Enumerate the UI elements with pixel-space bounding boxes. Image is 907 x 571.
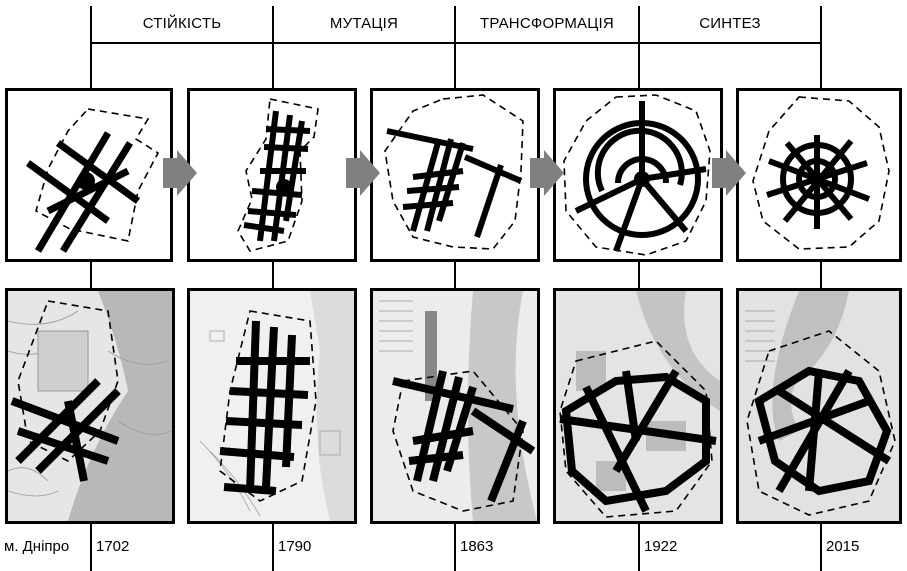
connector-line: [638, 262, 640, 290]
connector-line: [638, 42, 640, 90]
connector-line: [820, 524, 822, 571]
connector-line: [272, 524, 274, 571]
connector-line: [638, 524, 640, 571]
year-label-1702: 1702: [96, 538, 129, 555]
connector-line: [90, 262, 92, 290]
year-label-1863: 1863: [460, 538, 493, 555]
arrow-right-icon: [530, 150, 566, 196]
arrow-right-icon: [712, 150, 748, 196]
historical-map-1922: [553, 288, 723, 524]
historical-map-2015: [736, 288, 902, 524]
scheme-diagram-1863: [370, 88, 540, 262]
city-label: м. Дніпро: [4, 538, 69, 555]
connector-line: [272, 262, 274, 290]
connector-line: [820, 6, 822, 62]
year-label-1922: 1922: [644, 538, 677, 555]
historical-map-1863: [370, 288, 540, 524]
historical-map-1702: [5, 288, 175, 524]
phase-label-transformation: ТРАНСФОРМАЦІЯ: [456, 6, 638, 42]
connector-line: [454, 42, 456, 90]
historical-map-1790: [187, 288, 357, 524]
year-label-2015: 2015: [826, 538, 859, 555]
connector-line: [454, 524, 456, 571]
phase-label-synthesis: СИНТЕЗ: [640, 6, 820, 42]
connector-line: [820, 262, 822, 290]
connector-line: [90, 60, 92, 90]
connector-line: [90, 524, 92, 571]
arrow-right-icon: [163, 150, 199, 196]
scheme-diagram-1702: [5, 88, 173, 262]
year-label-1790: 1790: [278, 538, 311, 555]
phase-label-stability: СТІЙКІСТЬ: [92, 6, 272, 42]
connector-line: [454, 262, 456, 290]
connector-line: [272, 42, 274, 90]
scheme-diagram-2015: [736, 88, 902, 262]
phase-bar-baseline: [90, 42, 822, 44]
arrow-right-icon: [346, 150, 382, 196]
phase-label-mutation: МУТАЦІЯ: [274, 6, 454, 42]
connector-line: [820, 60, 822, 90]
scheme-diagram-1790: [187, 88, 357, 262]
scheme-diagram-1922: [553, 88, 723, 262]
